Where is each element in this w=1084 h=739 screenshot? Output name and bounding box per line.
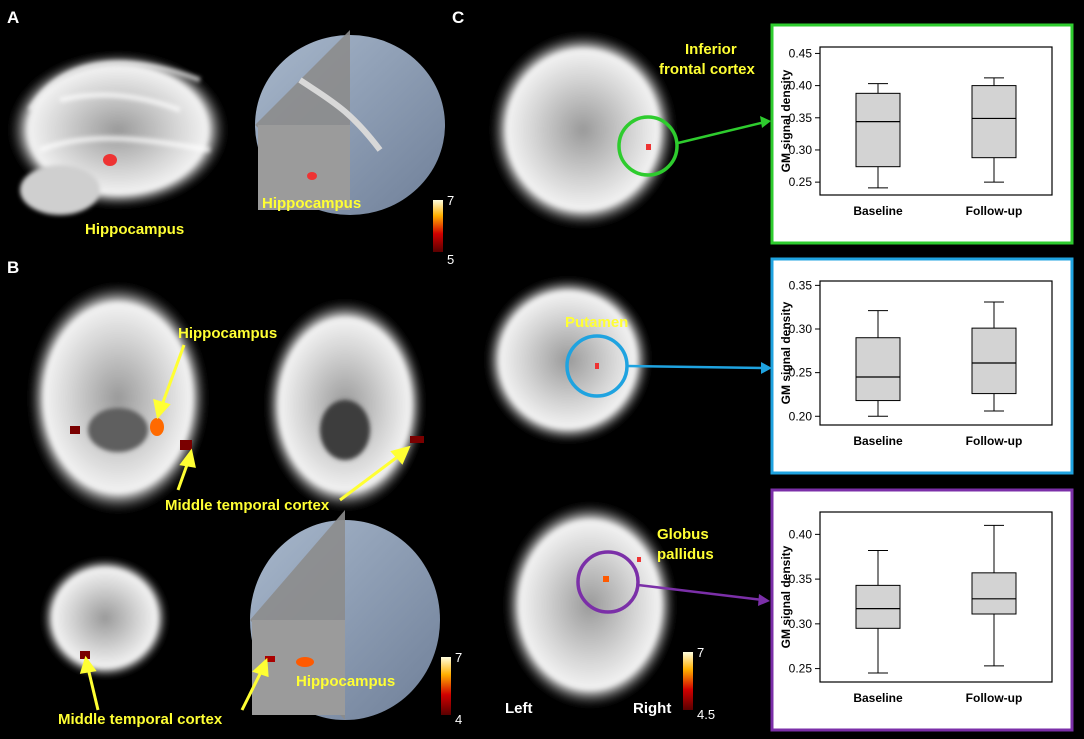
orientation-left-label: Left: [505, 700, 533, 717]
y-axis-label: GM signal density: [779, 545, 793, 648]
label-b-hippocampus-1: Hippocampus: [178, 325, 278, 342]
plot-axes: [819, 46, 1053, 196]
purple-roi-circle: [576, 550, 640, 614]
label-c-frontal-cortex: frontal cortex: [659, 61, 755, 78]
iqr-box: [855, 584, 901, 629]
box-plot-2: 0.20 0.25 0.30 0.35 GM signal densityBaselin…: [770, 257, 1074, 475]
plot-frame: [770, 23, 1074, 245]
box-plot-1: 0.25 0.30 0.35 0.40 0.45 GM signal densityBas…: [770, 23, 1074, 245]
y-tick-label: 0.35: [789, 278, 813, 292]
panel-b-sagittal-brain: [40, 556, 170, 680]
activation-blob: [307, 172, 317, 180]
x-category-label: Baseline: [853, 204, 903, 218]
label-c-inferior: Inferior: [685, 41, 737, 58]
label-b-hippocampus-2: Hippocampus: [296, 673, 396, 690]
label-a-hippocampus-1: Hippocampus: [85, 221, 185, 238]
box-baseline: Baseline: [853, 549, 903, 705]
activation-blob: [103, 154, 117, 166]
panel-c-sagittal-brain-1: [488, 30, 771, 230]
panel-b-3d-brain: [250, 510, 440, 720]
y-tick-label: 0.30: [789, 322, 813, 336]
box-baseline: Baseline: [853, 310, 903, 448]
label-arrows: [79, 344, 411, 711]
plot-frame: [770, 488, 1074, 732]
box-followup: Follow-up: [966, 524, 1023, 705]
y-tick-label: 0.25: [789, 662, 813, 676]
iqr-box: [855, 92, 901, 168]
y-tick-label: 0.30: [789, 143, 813, 157]
colorbar-c-min: 4.5: [697, 707, 716, 722]
box-followup: Follow-up: [966, 301, 1023, 448]
colorbar-b: [441, 657, 451, 715]
y-tick-label: 0.25: [789, 175, 813, 189]
colorbar-c-max: 7: [697, 645, 705, 660]
plot-axes: [819, 511, 1053, 683]
green-arrow: [677, 120, 766, 145]
iqr-box: [855, 337, 901, 402]
panel-b-axial-brain: [26, 280, 210, 516]
x-category-label: Follow-up: [966, 691, 1023, 705]
x-category-label: Baseline: [853, 691, 903, 705]
x-category-label: Baseline: [853, 434, 903, 448]
panel-c-axial-brain: [502, 500, 770, 710]
x-category-label: Follow-up: [966, 434, 1023, 448]
cyan-arrow: [626, 364, 766, 370]
colorbar-a-min: 5: [447, 252, 455, 267]
y-axis-label: GM signal density: [779, 301, 793, 404]
iqr-box: [971, 85, 1017, 159]
label-c-pallidus: pallidus: [657, 546, 714, 563]
colorbar-b-max: 7: [455, 650, 463, 665]
box-baseline: Baseline: [853, 83, 903, 218]
y-tick-label: 0.30: [789, 617, 813, 631]
label-b-middle-temporal-1: Middle temporal cortex: [165, 497, 330, 514]
green-roi-circle: [617, 115, 679, 177]
panel-c-sagittal-brain-2: [483, 275, 772, 445]
y-tick-label: 0.35: [789, 111, 813, 125]
orientation-right-label: Right: [633, 700, 672, 717]
colorbar-a: [433, 200, 443, 252]
y-tick-label: 0.40: [789, 79, 813, 93]
plot-axes: [819, 280, 1053, 426]
y-tick-label: 0.40: [789, 527, 813, 541]
label-c-globus: Globus: [657, 526, 709, 543]
iqr-box: [971, 327, 1017, 395]
panel-a-sagittal-brain: [6, 50, 230, 215]
y-tick-label: 0.35: [789, 572, 813, 586]
label-a-hippocampus-2: Hippocampus: [262, 195, 362, 212]
colorbar-c: [683, 652, 693, 710]
iqr-box: [971, 572, 1017, 615]
label-c-putamen: Putamen: [565, 314, 629, 331]
y-axis-label: GM signal density: [779, 69, 793, 172]
y-tick-label: 0.20: [789, 409, 813, 423]
activation-blob: [150, 418, 164, 436]
y-tick-label: 0.45: [789, 46, 813, 60]
y-tick-label: 0.25: [789, 366, 813, 380]
box-followup: Follow-up: [966, 77, 1023, 218]
x-category-label: Follow-up: [966, 204, 1023, 218]
colorbar-b-min: 4: [455, 712, 463, 727]
panel-b-coronal-brain: [263, 297, 427, 513]
purple-arrow: [637, 583, 764, 602]
plot-frame: [770, 257, 1074, 475]
label-b-middle-temporal-2: Middle temporal cortex: [58, 711, 223, 728]
panel-a-3d-brain: [255, 30, 445, 215]
box-plot-3: 0.25 0.30 0.35 0.40 GM signal densityBaselin…: [770, 488, 1074, 732]
panel-letter-a: A: [7, 8, 20, 27]
colorbar-a-max: 7: [447, 193, 455, 208]
panel-letter-b: B: [7, 258, 20, 277]
panel-letter-c: C: [452, 8, 465, 27]
